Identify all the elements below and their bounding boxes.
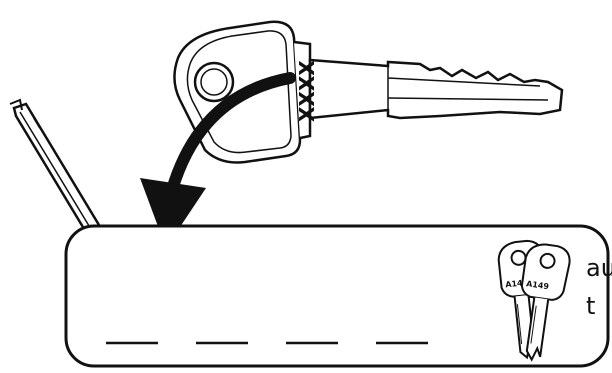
margin-text-line-2: t <box>586 294 595 318</box>
key-code-text: XXXX <box>295 60 319 122</box>
margin-text-line-1: au <box>586 256 612 280</box>
key-icon: XXXX <box>174 22 562 163</box>
